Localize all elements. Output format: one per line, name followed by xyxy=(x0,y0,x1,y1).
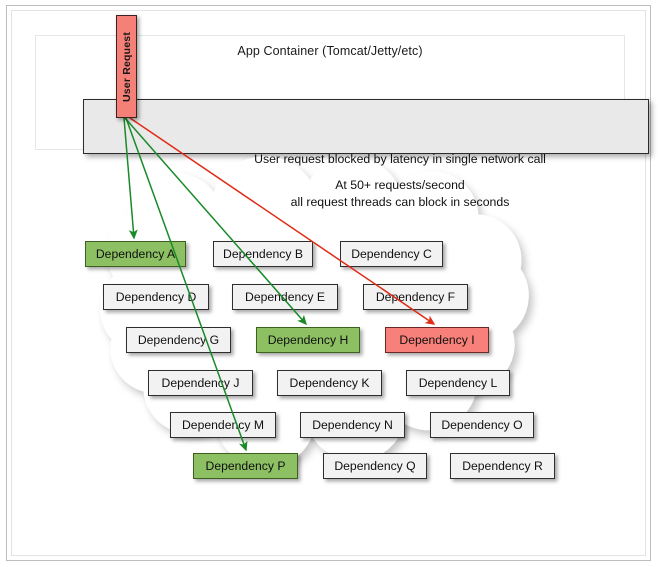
caption-line-2: At 50+ requests/second xyxy=(335,178,465,192)
dependency-box-h[interactable]: Dependency H xyxy=(256,327,360,353)
app-container-title: App Container (Tomcat/Jetty/etc) xyxy=(237,44,423,58)
caption-block: User request blocked by latency in singl… xyxy=(170,150,630,211)
user-request-label: User Request xyxy=(120,31,133,102)
dependency-box-m[interactable]: Dependency M xyxy=(170,412,276,438)
caption-line-3: all request threads can block in seconds xyxy=(290,195,510,209)
dependency-box-r[interactable]: Dependency R xyxy=(450,453,555,479)
dependency-box-q[interactable]: Dependency Q xyxy=(323,453,427,479)
dependency-box-o[interactable]: Dependency O xyxy=(430,412,534,438)
dependency-box-d[interactable]: Dependency D xyxy=(103,284,209,310)
dependency-box-l[interactable]: Dependency L xyxy=(406,370,510,396)
dependency-box-i[interactable]: Dependency I xyxy=(385,327,489,353)
dependency-box-e[interactable]: Dependency E xyxy=(232,284,338,310)
caption-line-1: User request blocked by latency in singl… xyxy=(254,152,546,166)
dependency-box-a[interactable]: Dependency A xyxy=(85,241,186,267)
dependency-box-j[interactable]: Dependency J xyxy=(148,370,253,396)
dependency-box-p[interactable]: Dependency P xyxy=(193,453,298,479)
dependency-box-c[interactable]: Dependency C xyxy=(340,241,443,267)
app-container-thread-pool xyxy=(83,99,649,154)
dependency-box-g[interactable]: Dependency G xyxy=(126,327,231,353)
dependency-box-b[interactable]: Dependency B xyxy=(213,241,313,267)
dependency-box-f[interactable]: Dependency F xyxy=(363,284,468,310)
user-request-box[interactable]: User Request xyxy=(116,15,137,118)
dependency-box-n[interactable]: Dependency N xyxy=(300,412,405,438)
dependency-box-k[interactable]: Dependency K xyxy=(277,370,382,396)
